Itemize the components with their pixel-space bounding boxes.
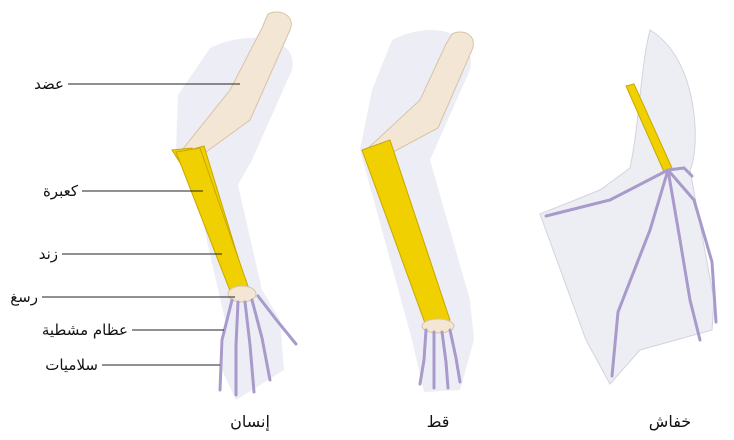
label-metacarpals: عظام مشطية [42, 321, 128, 339]
human-arm [172, 12, 296, 400]
label-radius: كعبرة [43, 182, 78, 200]
label-phalanges: سلاميات [45, 356, 98, 374]
caption-cat: قط [393, 412, 483, 432]
caption-bat: خفاش [625, 412, 715, 432]
label-ulna: زند [39, 245, 58, 263]
bat-wing-membrane [540, 30, 714, 384]
bat-wing [540, 30, 716, 384]
caption-human: إنسان [205, 412, 295, 432]
label-humerus: عضد [34, 75, 64, 93]
label-carpals: رسغ [10, 288, 38, 306]
cat-leg [360, 30, 474, 392]
